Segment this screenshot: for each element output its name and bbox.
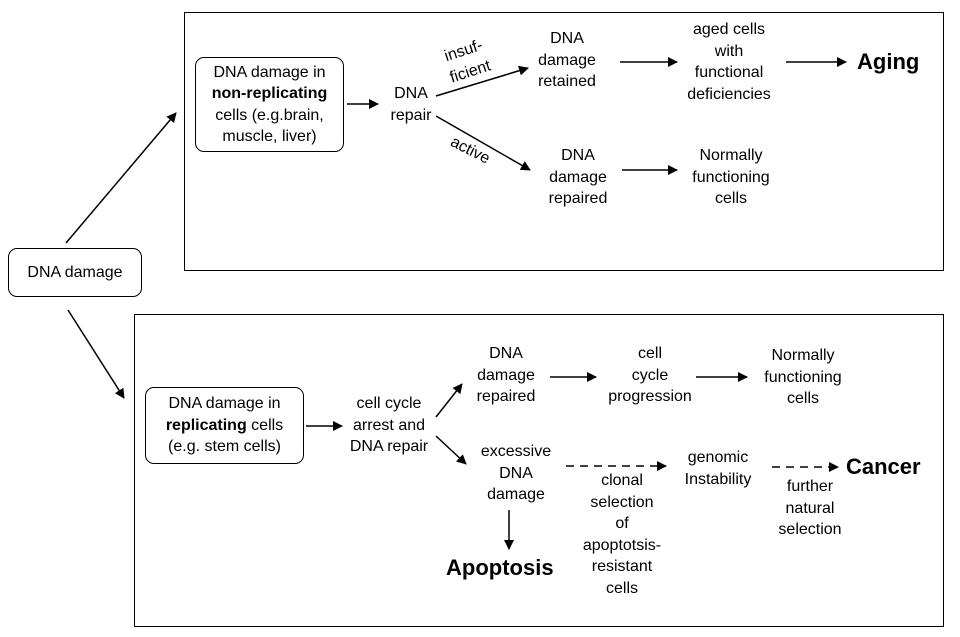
cell-cycle-progression-node: cell cycle progression	[608, 345, 692, 405]
arrest-repair-node: cell cycle arrest and DNA repair	[349, 395, 429, 455]
dna-repair-node: DNA repair	[390, 85, 432, 124]
normal-cells-node-bottom: Normally functioning cells	[764, 347, 842, 407]
excessive-damage-node: excessive DNA damage	[480, 443, 552, 503]
normal-cells-node-top: Normally functioning cells	[692, 147, 770, 207]
arrow-repair-to-retained	[435, 65, 529, 97]
arrow-root-to-top	[65, 112, 177, 244]
source-line2: non-replicating	[211, 85, 328, 102]
aged-cells-node: aged cells with functional deficiencies	[687, 21, 771, 103]
arrow-root-to-bottom	[67, 309, 125, 399]
non-replicating-source-box: DNA damage in non-replicating cells (e.g…	[195, 57, 344, 152]
further-selection-label: further natural selection	[778, 478, 842, 538]
damage-repaired-node-bottom: DNA damage repaired	[476, 345, 536, 405]
source-line1: DNA damage in	[213, 63, 326, 81]
genomic-instability-node: genomic Instability	[684, 449, 752, 488]
arrow-repair-to-repaired	[435, 115, 531, 171]
replicating-source-box: DNA damage in replicating cells (e.g. st…	[145, 387, 304, 464]
arrow-arrest-to-repaired	[435, 383, 463, 418]
damage-repaired-node-top: DNA damage repaired	[548, 147, 608, 207]
aging-outcome: Aging	[857, 49, 920, 74]
source-line3: cells (e.g.brain,	[215, 106, 324, 124]
clonal-selection-label: clonal selection of apoptotsis- resistan…	[582, 472, 662, 597]
rep-source-line3: (e.g. stem cells)	[168, 438, 281, 456]
rep-source-line1: DNA damage in	[168, 395, 281, 413]
root-label: DNA damage	[27, 263, 123, 281]
damage-retained-node: DNA damage retained	[538, 30, 596, 90]
top-panel	[184, 12, 944, 271]
rep-source-line2: replicating cells	[165, 416, 284, 434]
root-dna-damage-box: DNA damage	[8, 248, 142, 297]
apoptosis-outcome: Apoptosis	[446, 555, 554, 580]
source-line4: muscle, liver)	[222, 128, 317, 145]
arrow-arrest-to-excessive	[435, 435, 467, 465]
bottom-panel	[134, 314, 944, 627]
cancer-outcome: Cancer	[846, 454, 921, 479]
